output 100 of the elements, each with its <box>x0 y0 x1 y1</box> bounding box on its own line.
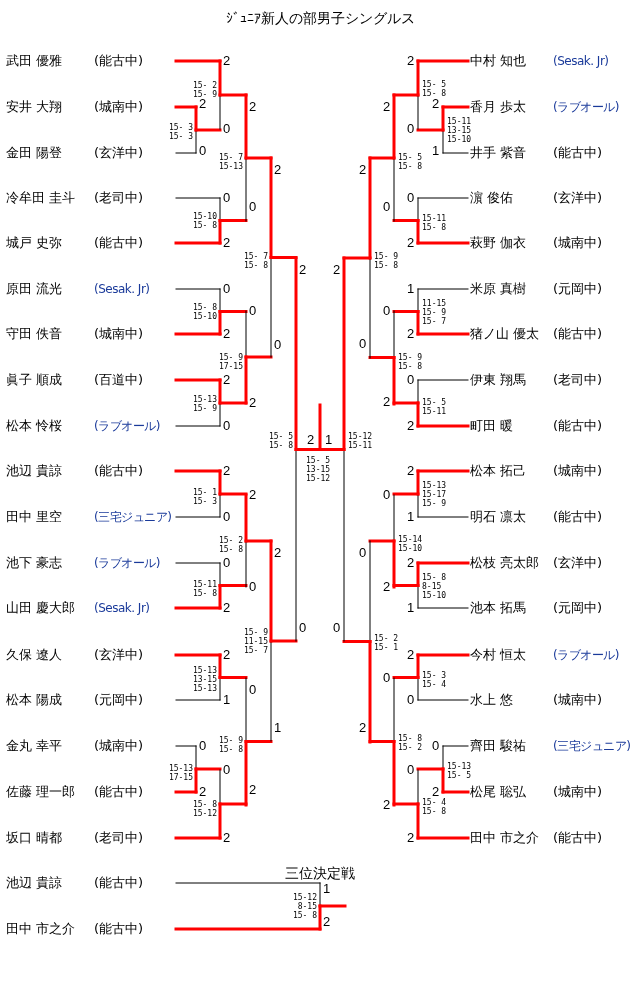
set-score: 13-15 <box>306 465 331 474</box>
game-count: 2 <box>407 418 415 434</box>
set-score: 15- 5 <box>422 398 447 407</box>
set-score: 15-11 <box>192 580 217 589</box>
team-name: (能古中) <box>553 326 603 342</box>
set-score: 15- 8 <box>243 261 268 270</box>
player-name: 町田 暖 <box>470 418 514 434</box>
player-name: 田中 市之介 <box>470 830 540 846</box>
game-count: 2 <box>249 99 257 115</box>
game-count: 2 <box>299 262 307 278</box>
match-heading: 三位決定戦 <box>285 864 355 882</box>
team-name: (城南中) <box>553 784 603 800</box>
team-name: (玄洋中) <box>94 647 144 663</box>
team-name: (城南中) <box>94 99 144 115</box>
game-count: 0 <box>249 579 257 595</box>
team-name: (玄洋中) <box>94 145 144 161</box>
team-name: (能古中) <box>94 921 144 937</box>
player-name: 水上 悠 <box>470 692 514 708</box>
game-count: 0 <box>249 303 257 319</box>
player-name: 猪ノ山 優太 <box>470 326 540 342</box>
team-name: (能古中) <box>553 145 603 161</box>
player-name: 濵 俊佑 <box>470 190 514 206</box>
player-name: 池本 拓馬 <box>470 600 527 616</box>
set-score: 15-17 <box>422 490 447 499</box>
set-score: 17-15 <box>218 362 243 371</box>
player-name: 金田 陽登 <box>6 145 63 161</box>
set-score: 15-10 <box>192 212 217 221</box>
set-score: 15-12 <box>292 893 317 902</box>
game-count: 2 <box>274 545 282 561</box>
game-count: 2 <box>407 326 415 342</box>
set-score: 15-10 <box>192 312 217 321</box>
game-count: 2 <box>199 784 207 800</box>
set-score: 15-11 <box>422 407 447 416</box>
set-score: 15-12 <box>306 474 331 483</box>
player-name: 伊東 翔馬 <box>470 372 527 388</box>
game-count: 0 <box>383 487 391 503</box>
set-score: 15- 8 <box>192 221 217 230</box>
set-score: 15- 2 <box>192 81 217 90</box>
team-name: (ラブオール) <box>553 99 619 115</box>
game-count: 0 <box>274 337 282 353</box>
set-score: 15- 8 <box>218 745 243 754</box>
game-count: 2 <box>383 394 391 410</box>
set-score: 15-13 <box>192 395 217 404</box>
game-count: 2 <box>223 372 231 388</box>
set-score: 15- 8 <box>292 911 317 920</box>
player-name: 池下 豪志 <box>6 555 63 571</box>
set-score: 13-15 <box>192 675 217 684</box>
set-score: 15- 5 <box>268 432 293 441</box>
team-name: (玄洋中) <box>553 190 603 206</box>
team-name: (城南中) <box>94 738 144 754</box>
set-score: 15- 4 <box>422 680 447 689</box>
player-name: 城戸 史弥 <box>6 235 63 251</box>
team-name: (三宅ジュニア) <box>553 738 631 754</box>
set-score: 15- 9 <box>243 628 268 637</box>
game-count: 2 <box>249 395 257 411</box>
team-name: (ラブオール) <box>94 418 160 434</box>
team-name: (能古中) <box>553 509 603 525</box>
set-score: 15- 7 <box>218 153 243 162</box>
set-score: 15-11 <box>422 214 447 223</box>
team-name: (百道中) <box>94 372 144 388</box>
set-score: 17-15 <box>168 773 193 782</box>
game-count: 2 <box>407 235 415 251</box>
player-name: 池辺 貴諒 <box>6 463 63 479</box>
game-count: 0 <box>249 682 257 698</box>
set-score: 15- 7 <box>243 646 268 655</box>
set-score: 15- 9 <box>422 499 447 508</box>
player-name: 松本 怜桜 <box>6 418 63 434</box>
game-count: 0 <box>383 303 391 319</box>
game-count: 0 <box>407 372 415 388</box>
game-count: 2 <box>359 162 367 178</box>
set-score: 15- 1 <box>374 643 399 652</box>
game-count: 2 <box>407 830 415 846</box>
set-score: 15-13 <box>192 666 217 675</box>
set-score: 15- 8 <box>422 89 447 98</box>
set-score: 15- 8 <box>422 223 447 232</box>
game-count: 0 <box>223 762 231 778</box>
set-score: 11-15 <box>243 637 268 646</box>
game-count: 2 <box>407 463 415 479</box>
team-name: (ラブオール) <box>94 555 160 571</box>
player-name: 冷牟田 圭斗 <box>6 190 76 206</box>
game-count: 2 <box>199 96 207 112</box>
game-count: 2 <box>333 262 341 278</box>
team-name: (老司中) <box>553 372 603 388</box>
game-count: 1 <box>407 600 415 616</box>
set-score: 15- 9 <box>218 353 243 362</box>
game-count: 2 <box>432 784 440 799</box>
game-count: 1 <box>407 281 415 297</box>
set-score: 15- 8 <box>422 573 447 582</box>
set-score: 15- 8 <box>398 362 423 371</box>
game-count: 2 <box>383 99 391 115</box>
team-name: (ラブオール) <box>553 647 619 663</box>
bracket-title: ｼﾞｭﾆｱ新人の部男子シングルス <box>225 9 415 27</box>
set-score: 15- 9 <box>422 308 447 317</box>
game-count: 1 <box>323 881 331 897</box>
game-count: 0 <box>359 336 367 352</box>
game-count: 0 <box>223 418 231 434</box>
game-count: 1 <box>432 143 440 159</box>
player-name: 田中 市之介 <box>6 921 76 937</box>
player-name: 武田 優雅 <box>6 53 63 69</box>
game-count: 0 <box>223 509 231 525</box>
